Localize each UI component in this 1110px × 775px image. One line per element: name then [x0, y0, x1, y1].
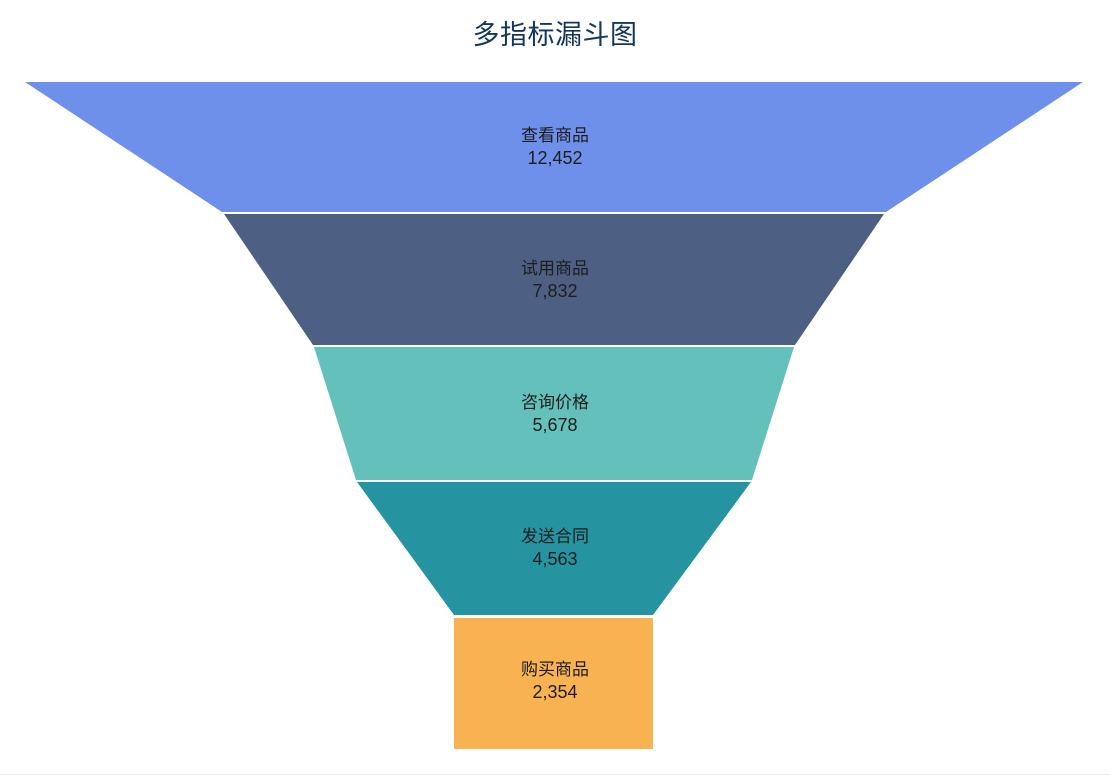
chart-title: 多指标漏斗图	[472, 20, 638, 50]
funnel-segment-1[interactable]	[25, 82, 1083, 212]
funnel-segment-5[interactable]	[454, 618, 653, 749]
funnel-segment-4[interactable]	[357, 482, 751, 615]
funnel-segment-2[interactable]	[224, 214, 884, 345]
funnel-segment-3[interactable]	[314, 347, 794, 480]
